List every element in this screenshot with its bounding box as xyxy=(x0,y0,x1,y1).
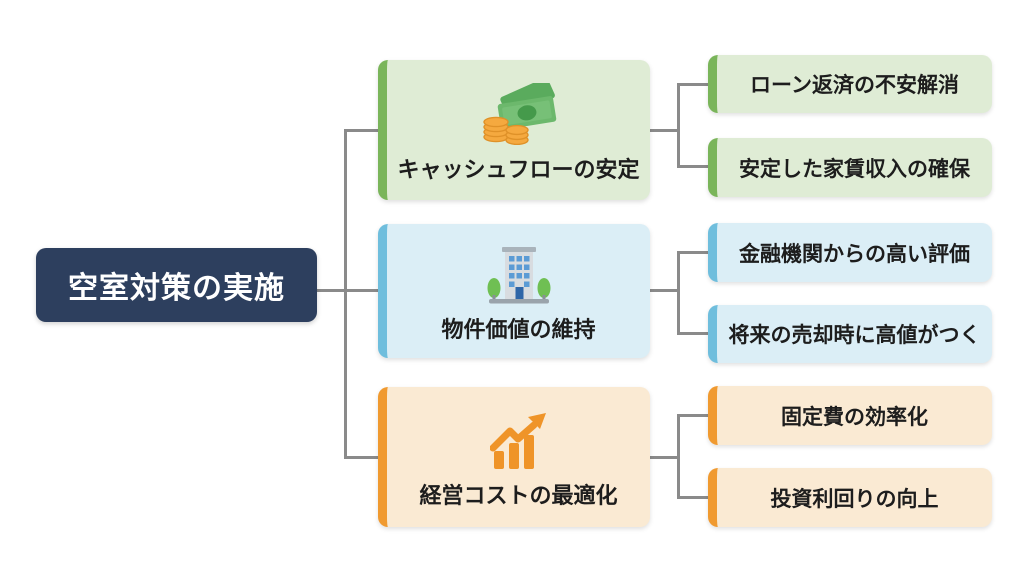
leaf-node-high-sale-price: 将来の売却時に高値がつく xyxy=(708,305,992,363)
connector-property-trunk xyxy=(677,251,680,335)
connector-leaf-yield xyxy=(677,496,708,499)
leaf-label-investment-yield: 投資利回りの向上 xyxy=(770,487,939,511)
branch-label-cost: 経営コストの最適化 xyxy=(419,482,618,508)
connector-cashflow-out xyxy=(650,129,679,132)
leaf-label-high-sale-price: 将来の売却時に高値がつく xyxy=(728,324,981,347)
office-building-icon xyxy=(487,246,550,303)
branch-label-cashflow: キャッシュフローの安定 xyxy=(397,156,640,182)
leaf-label-bank-evaluation: 金融機関からの高い評価 xyxy=(739,242,970,266)
connector-branch-cashflow xyxy=(344,129,378,132)
growth-chart-arrow-icon xyxy=(489,412,546,469)
connector-leaf-sale xyxy=(677,332,708,335)
connector-cost-trunk xyxy=(677,414,680,498)
root-node: 空室対策の実施 xyxy=(36,248,317,322)
leaf-label-fixed-cost: 固定費の効率化 xyxy=(781,405,928,429)
connector-branch-cost xyxy=(344,456,378,459)
connector-leaf-fixedcost xyxy=(677,414,708,417)
connector-leaf-rent xyxy=(677,165,708,168)
connector-main-trunk xyxy=(344,129,347,459)
leaf-label-loan-relief: ローン返済の不安解消 xyxy=(750,74,959,97)
money-bills-coins-icon xyxy=(482,82,556,145)
connector-root-horizontal xyxy=(317,289,378,292)
root-node-label: 空室対策の実施 xyxy=(68,272,285,305)
connector-property-out xyxy=(650,289,679,292)
branch-node-cashflow: キャッシュフローの安定 xyxy=(378,60,650,200)
leaf-node-bank-evaluation: 金融機関からの高い評価 xyxy=(708,223,992,282)
branch-node-cost: 経営コストの最適化 xyxy=(378,387,650,527)
leaf-node-stable-rent: 安定した家賃収入の確保 xyxy=(708,138,992,197)
leaf-node-investment-yield: 投資利回りの向上 xyxy=(708,468,992,527)
branch-label-property-value: 物件価値の維持 xyxy=(441,316,596,342)
connector-leaf-bank xyxy=(677,251,708,254)
leaf-node-loan-relief: ローン返済の不安解消 xyxy=(708,55,992,113)
connector-cashflow-trunk xyxy=(677,83,680,168)
connector-leaf-loan xyxy=(677,83,708,86)
leaf-node-fixed-cost: 固定費の効率化 xyxy=(708,386,992,445)
branch-node-property-value: 物件価値の維持 xyxy=(378,224,650,358)
leaf-label-stable-rent: 安定した家賃収入の確保 xyxy=(739,157,970,181)
connector-cost-out xyxy=(650,456,679,459)
